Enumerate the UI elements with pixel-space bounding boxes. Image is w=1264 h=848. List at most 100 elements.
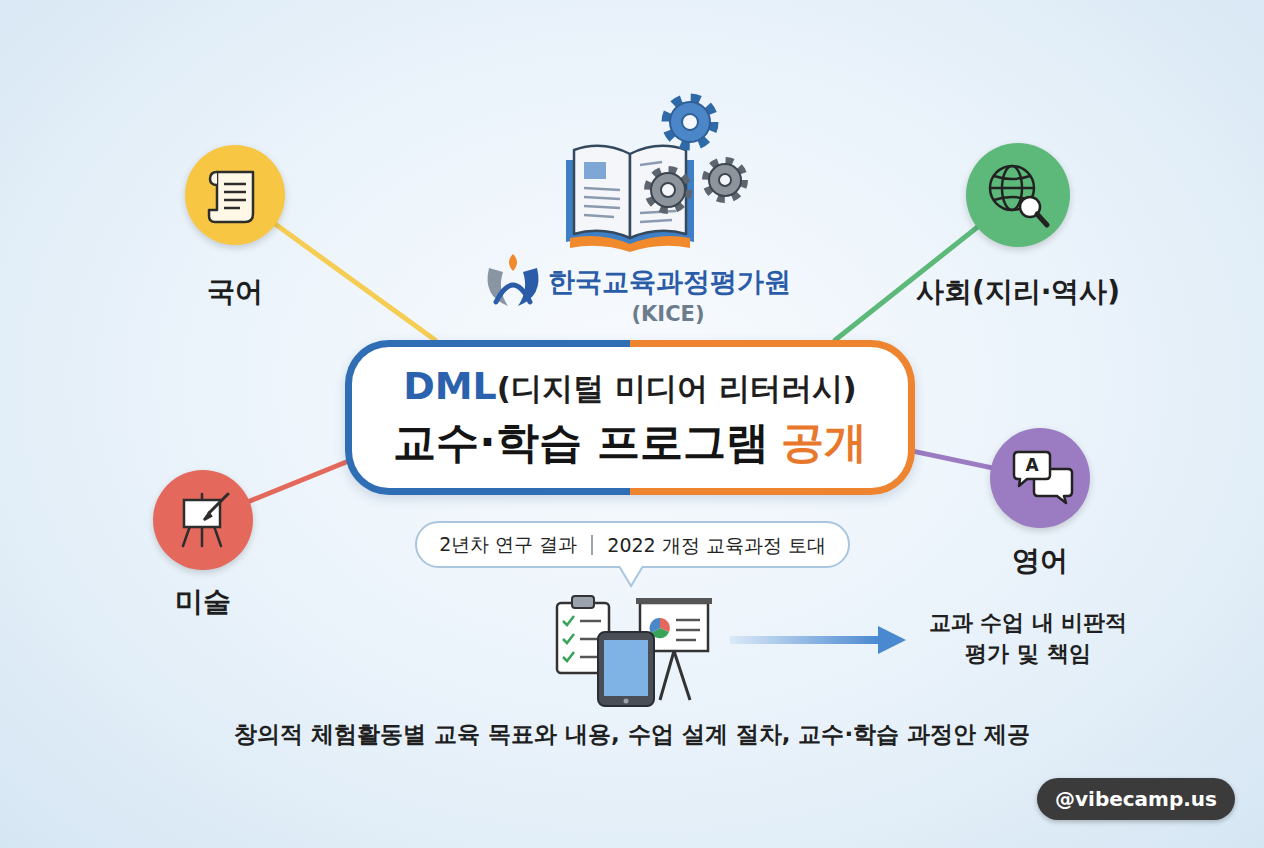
result-note: 교과 수업 내 비판적 평가 및 책임	[926, 608, 1131, 670]
easel-icon	[183, 494, 228, 546]
gear-icon	[661, 183, 675, 197]
book-icon	[570, 236, 690, 252]
node-text: DML	[403, 364, 497, 408]
presentation-board-icon	[636, 598, 712, 604]
text-holder: @vibecamp.us	[1055, 787, 1217, 811]
globe-icon	[994, 176, 1030, 179]
bubble-tail	[619, 566, 643, 586]
globe-icon	[990, 187, 1034, 190]
globe-icon	[994, 197, 1030, 200]
chat-icon	[1034, 469, 1072, 503]
book-icon	[584, 162, 676, 222]
node-text: 공개	[781, 417, 867, 467]
book-icon	[640, 220, 672, 222]
connector-line	[915, 452, 991, 468]
gear-icon	[648, 98, 744, 210]
chat-icon	[1014, 452, 1050, 486]
clipboard-icon	[557, 603, 609, 673]
presentation-board-icon	[676, 629, 700, 632]
presentation-board-icon	[650, 618, 660, 633]
globe-icon	[990, 166, 1034, 210]
globe-icon	[1020, 197, 1040, 217]
text-row: DML(디지털 미디어 리터러시)	[403, 364, 857, 410]
tablet-icon	[598, 632, 654, 706]
subject-circle: 사회(지리·역사)	[966, 143, 1070, 247]
node-text: 영어	[1012, 544, 1068, 577]
text-row: 사회(지리·역사)	[916, 273, 1120, 311]
presentation-board-icon	[674, 651, 690, 700]
subject-circle: 국어	[185, 145, 285, 245]
easel-icon	[201, 494, 204, 500]
gear-icon	[719, 174, 731, 186]
subject-circle: 영어	[990, 428, 1090, 528]
clipboard-icon	[580, 638, 601, 641]
bubble-tail	[621, 564, 642, 567]
node-text: 국어	[207, 275, 263, 308]
easel-icon	[183, 526, 190, 546]
book-icon	[574, 146, 630, 238]
presentation-board-icon	[676, 620, 700, 640]
text-row: 영어	[1012, 542, 1068, 580]
subject-circle: 미술	[153, 470, 253, 570]
scroll-icon	[209, 172, 253, 222]
book-icon	[584, 162, 606, 179]
book-icon	[584, 206, 620, 208]
text-holder: 사회(지리·역사)	[916, 273, 1120, 311]
gear-icon	[682, 114, 698, 130]
node-text: (디지털 미디어 리터러시)	[497, 370, 857, 406]
easel-icon	[204, 513, 211, 520]
chat-icon	[1014, 452, 1072, 503]
flow-arrow	[730, 626, 906, 654]
easel-icon	[209, 494, 228, 513]
organization-abbr: (KICE)	[631, 302, 704, 326]
presentation-board-icon	[651, 628, 669, 638]
presentation-board-icon	[660, 651, 674, 700]
scroll-icon	[224, 207, 240, 210]
clipboard-icon	[563, 616, 574, 661]
text-holder: 2년차 연구 결과2022 개정 교육과정 토대	[439, 532, 826, 558]
kice-logo	[488, 268, 508, 306]
gear-icon	[651, 173, 685, 207]
kice-logo	[509, 254, 517, 271]
tablet-icon	[604, 640, 648, 696]
gear-icon	[706, 161, 744, 199]
book-icon	[584, 188, 620, 190]
text-row: @vibecamp.us	[1055, 787, 1217, 811]
presentation-board-icon	[676, 619, 700, 622]
kice-logo	[496, 285, 530, 302]
speech-bubble: 2년차 연구 결과2022 개정 교육과정 토대	[415, 521, 850, 568]
text-row: 국어	[207, 273, 263, 311]
kice-logo	[488, 254, 539, 306]
clipboard-icon	[580, 620, 601, 623]
scroll-icon	[210, 172, 217, 185]
globe-icon	[990, 166, 1047, 225]
scroll-icon	[224, 183, 246, 186]
clipboard-icon	[563, 652, 574, 661]
book-icon	[630, 146, 686, 238]
gear-icon	[709, 164, 741, 196]
scroll-icon	[224, 191, 246, 194]
kice-logo	[518, 268, 538, 306]
connector-line	[275, 224, 435, 340]
node-text: 2022 개정 교육과정 토대	[591, 535, 825, 555]
node-text: 미술	[175, 585, 231, 618]
presentation-board-icon	[636, 598, 712, 700]
book-icon	[640, 211, 676, 213]
title-box: DML(디지털 미디어 리터러시)교수·학습 프로그램공개	[345, 340, 915, 495]
easel-icon	[214, 526, 221, 546]
clipboard-icon	[563, 634, 574, 643]
watermark-pill: @vibecamp.us	[1037, 778, 1235, 820]
clipboard-icon	[572, 596, 594, 608]
text-row: 교수·학습 프로그램공개	[393, 414, 866, 472]
presentation-board-icon	[660, 618, 670, 632]
text-holder: 국어	[207, 273, 263, 311]
clipboard-icon	[563, 616, 574, 625]
text-holder: 미술	[175, 583, 231, 621]
globe-icon	[1037, 214, 1047, 225]
text-row: 2년차 연구 결과2022 개정 교육과정 토대	[439, 532, 826, 558]
tablet-icon	[598, 632, 654, 706]
icon-letter: A	[1025, 455, 1038, 475]
scroll-icon	[224, 199, 246, 202]
